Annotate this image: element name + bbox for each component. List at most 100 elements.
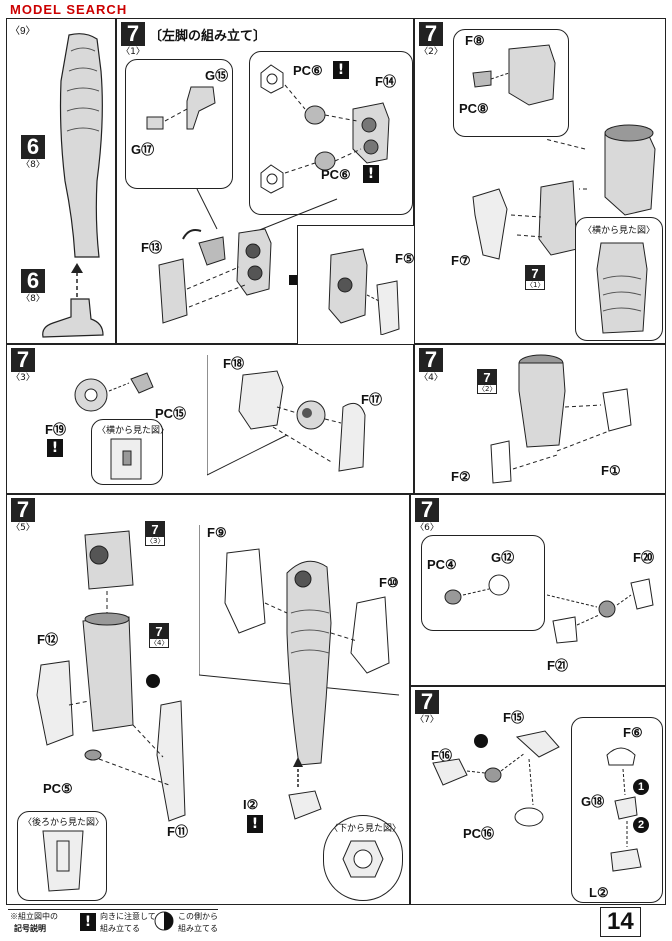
step-marker: 7 〈3〉 bbox=[11, 347, 35, 383]
i2-part-drawing bbox=[288, 790, 322, 820]
part-label-i2: I② bbox=[243, 797, 259, 812]
side-view-drawing bbox=[596, 242, 648, 334]
step-marker: 7 〈4〉 bbox=[419, 347, 443, 383]
part-label-f11: F⑪ bbox=[167, 824, 188, 839]
bottom-view-drawing bbox=[342, 840, 384, 878]
ref-step-marker-4: 7 〈4〉 bbox=[149, 623, 169, 648]
hip-result-drawing bbox=[328, 248, 400, 335]
part-label-pc5: PC⑤ bbox=[43, 781, 73, 796]
page-number: 14 bbox=[600, 907, 641, 937]
arrow-up-icon bbox=[293, 757, 303, 787]
warning-icon: ! bbox=[47, 439, 63, 457]
ankle-joint-drawing bbox=[547, 578, 654, 644]
knee-joint-drawing bbox=[490, 354, 632, 484]
step-arrow-1: 1 bbox=[633, 779, 649, 795]
divider-lines bbox=[207, 355, 288, 476]
part-label-f18: F⑱ bbox=[223, 356, 244, 371]
step-marker: 7 〈5〉 bbox=[11, 497, 35, 533]
warning-icon: ! bbox=[363, 165, 379, 183]
legend-title-1: ※組立図中の bbox=[10, 912, 58, 921]
part-label-f17: F⑰ bbox=[361, 392, 382, 407]
part-label-pc6-bottom: PC⑥ bbox=[321, 167, 351, 182]
panel-step-7-3: 7 〈3〉 PC⑮ F⑲ ! 〈横から見た図〉 F⑱ F⑰ bbox=[6, 344, 414, 494]
part-label-g12: G⑫ bbox=[491, 550, 515, 565]
section-title: 〔左脚の組み立て〕 bbox=[149, 28, 267, 43]
warning-icon: ! bbox=[247, 815, 263, 833]
step-marker: 7 〈6〉 bbox=[415, 497, 439, 533]
inset-g-parts bbox=[125, 59, 233, 189]
ref-step-marker-3: 7 〈3〉 bbox=[145, 521, 165, 546]
pc-parts-drawing bbox=[260, 64, 390, 194]
part-label-f10: F⑩ bbox=[379, 575, 399, 590]
joint-parts-drawing bbox=[74, 372, 154, 412]
step-marker-6b: 6 〈8〉 bbox=[21, 268, 45, 304]
hip-assembly-drawing bbox=[158, 228, 272, 324]
arrow-up-icon bbox=[71, 263, 83, 297]
back-view-drawing bbox=[42, 830, 84, 892]
part-label-f12: F⑫ bbox=[37, 632, 58, 647]
part-label-g18: G⑱ bbox=[581, 794, 605, 809]
inset-title: 〈横から見た図〉 bbox=[97, 426, 170, 436]
legend-title-2: 記号説明 bbox=[14, 924, 46, 933]
g-parts-drawing bbox=[146, 86, 216, 130]
part-label-f8: F⑧ bbox=[465, 33, 485, 48]
part-label-f15: F⑮ bbox=[503, 710, 524, 725]
part-label-f6: F⑥ bbox=[623, 725, 643, 740]
legend-warn-text-2: 組み立てる bbox=[100, 924, 140, 933]
legend-side-text-2: 組み立てる bbox=[178, 924, 218, 933]
panel-step-7-7: 7 〈7〉 F⑮ F⑯ PC⑯ F⑥ G⑱ L② 1 2 bbox=[410, 686, 666, 905]
part-label-pc15: PC⑮ bbox=[155, 406, 187, 421]
warning-icon: ! bbox=[333, 61, 349, 79]
step-marker-6a: 6 〈8〉 bbox=[21, 134, 45, 170]
part-label-pc16: PC⑯ bbox=[463, 826, 495, 841]
toe-parts-drawing bbox=[432, 730, 560, 827]
inset-title: 〈後ろから見た図〉 bbox=[23, 818, 105, 828]
part-label-f7: F⑦ bbox=[451, 253, 471, 268]
part-label-pc8: PC⑧ bbox=[459, 101, 489, 116]
step-marker: 7 〈2〉 bbox=[419, 21, 443, 57]
footer-legend: ※組立図中の 記号説明 ! 向きに注意して 組み立てる この側から 組み立てる … bbox=[0, 905, 672, 941]
leg-upper-parts-drawing bbox=[36, 530, 186, 822]
ref-step-marker: 7 〈2〉 bbox=[477, 369, 497, 394]
part-label-f5: F⑤ bbox=[395, 251, 415, 266]
part-label-f20: F⑳ bbox=[633, 550, 654, 565]
part-label-pc6-top: PC⑥ bbox=[293, 63, 323, 78]
step-arrow-2: 2 bbox=[633, 817, 649, 833]
panel-step-7-2: 7 〈2〉 F⑧ PC⑧ F⑦ 7 〈1〉 〈横から見た図〉 bbox=[414, 18, 666, 344]
part-label-f16: F⑯ bbox=[431, 748, 452, 763]
panel-step-9: 〈9〉 6 〈8〉 6 〈8〉 bbox=[6, 18, 116, 344]
legend-side-text-1: この側から bbox=[178, 912, 218, 921]
warning-icon: ! bbox=[80, 913, 96, 931]
part-label-f2: F② bbox=[451, 469, 471, 484]
panel-step-7-6: 7 〈6〉 PC④ G⑫ F⑳ F㉑ bbox=[410, 494, 666, 686]
g12-drawing bbox=[444, 574, 510, 605]
part-label-f9: F⑨ bbox=[207, 525, 227, 540]
inset-g12 bbox=[421, 535, 545, 631]
ankle-assembly-drawing bbox=[238, 370, 366, 472]
foot-part-drawing bbox=[42, 298, 104, 338]
part-label-pc4: PC④ bbox=[427, 557, 457, 572]
inset-title: 〈横から見た図〉 bbox=[583, 226, 656, 236]
knee-assembly-drawing bbox=[472, 124, 656, 260]
side-assembly-icon bbox=[154, 911, 174, 931]
watermark: MODEL SEARCH bbox=[10, 2, 128, 17]
part-label-f1: F① bbox=[601, 463, 621, 478]
step-marker: 7 〈7〉 bbox=[415, 689, 439, 725]
panel-sub-label: 〈9〉 bbox=[10, 26, 36, 37]
ref-step-marker: 7 〈1〉 bbox=[525, 265, 545, 290]
part-label-f13: F⑬ bbox=[141, 240, 162, 255]
part-label-g17: G⑰ bbox=[131, 142, 155, 157]
part-label-g15: G⑮ bbox=[205, 68, 229, 83]
part-label-f21: F㉑ bbox=[547, 658, 568, 673]
panel-step-7-4: 7 〈4〉 7 〈2〉 F① F② bbox=[414, 344, 666, 494]
f8-drawing bbox=[472, 44, 556, 106]
inset-title: 〈下から見た図〉 bbox=[329, 824, 402, 834]
part-label-f19: F⑲ bbox=[45, 422, 66, 437]
legend-warn-text-1: 向きに注意して bbox=[100, 912, 156, 921]
step-marker: 7 〈1〉 bbox=[121, 21, 145, 57]
part-label-l2: L② bbox=[589, 885, 609, 900]
leg-assembly-drawing bbox=[224, 548, 390, 766]
heel-drawing bbox=[606, 747, 642, 872]
side-view-joint-drawing bbox=[110, 438, 142, 480]
panel-step-7-1: 7 〈1〉 〔左脚の組み立て〕 G⑮ G⑰ PC⑥ ! F⑭ PC⑥ ! F⑬ bbox=[116, 18, 415, 345]
